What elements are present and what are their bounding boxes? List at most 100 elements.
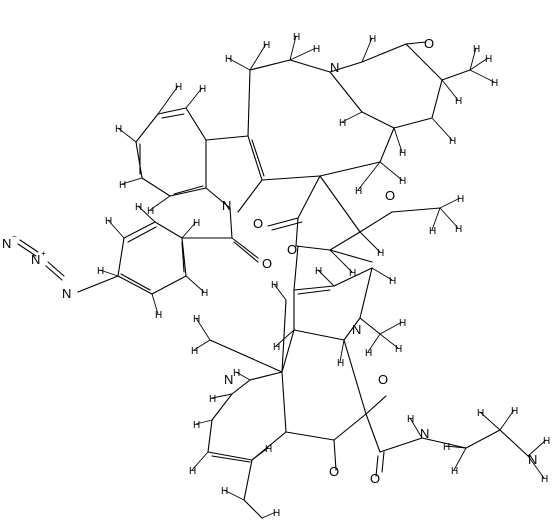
- skeleton-bond-6: [123, 221, 156, 239]
- hydrogen-bond-9: [361, 37, 373, 63]
- hydrogen-bond-40: [191, 451, 209, 471]
- skeleton-bond-78: [343, 339, 367, 415]
- hydrogen-label-34: H: [365, 348, 372, 359]
- hydrogen-label-49: H: [443, 442, 450, 453]
- skeleton-bond-80: [333, 439, 337, 471]
- hydrogen-label-46: H: [271, 280, 278, 291]
- hydrogen-bond-43: [261, 511, 277, 519]
- skeleton-bond-74: [281, 371, 287, 433]
- hydrogen-bond-42: [223, 489, 245, 501]
- skeleton-bond-39: [405, 43, 443, 81]
- skeleton-bond-59: [293, 285, 335, 291]
- hydrogen-label-30: H: [315, 266, 322, 277]
- hydrogen-label-23: H: [155, 310, 162, 321]
- hydrogen-bond-39: [195, 419, 213, 425]
- skeleton-bond-23: [157, 107, 187, 115]
- hydrogen-bond-24: [99, 269, 119, 277]
- skeleton-bond-2: [47, 261, 65, 277]
- hydrogen-label-10: H: [455, 96, 462, 107]
- skeleton-bond-29: [205, 135, 249, 141]
- hydrogen-bond-45: [193, 339, 211, 351]
- azide-n1-label: N: [2, 236, 11, 251]
- hydrogen-label-6: H: [263, 40, 270, 51]
- skeleton-bond-38: [405, 41, 427, 45]
- skeleton-bond-18: [205, 187, 231, 209]
- hydrogen-bond-11: [469, 57, 489, 71]
- hydrogen-label-27: H: [429, 226, 436, 237]
- skeleton-bond-12: [181, 241, 185, 273]
- hydrogen-label-0: H: [115, 124, 122, 135]
- skeleton-bond-85: [421, 437, 467, 449]
- hydrogen-bond-23: [151, 293, 159, 315]
- skeleton-bond-60: [333, 267, 373, 287]
- hydrogen-label-42: H: [221, 486, 228, 497]
- hydrogen-label-12: H: [491, 78, 498, 89]
- hydrogen-label-9: H: [369, 34, 376, 45]
- hydrogen-bond-7: [289, 35, 297, 61]
- skeleton-bond-53: [329, 231, 361, 251]
- hydrogen-bond-layer: [99, 35, 547, 519]
- skeleton-bond-77: [333, 413, 367, 441]
- hydrogen-bond-44: [195, 317, 211, 341]
- skeleton-bond-44: [329, 71, 363, 113]
- skeleton-bond-72: [207, 451, 253, 461]
- skeleton-bond-83: [375, 455, 379, 477]
- hydrogen-label-31: H: [389, 276, 396, 287]
- hydrogen-bond-36: [275, 329, 295, 347]
- hydrogen-label-20: H: [135, 202, 142, 213]
- skeleton-bond-43: [361, 111, 395, 129]
- skeleton-bond-32: [251, 139, 265, 177]
- hydrogen-label-35: H: [337, 358, 344, 369]
- skeleton-bond-49: [267, 217, 299, 227]
- skeleton-bond-91: [243, 499, 263, 519]
- skeleton-bond-5: [117, 237, 125, 277]
- hydrogen-label-22: H: [201, 288, 208, 299]
- ester-carbonyl-o-label: O: [253, 216, 263, 231]
- hydrogen-bond-19: [107, 219, 125, 239]
- skeleton-bond-65: [343, 317, 361, 341]
- skeleton-bond-1: [19, 239, 39, 253]
- hydrogen-bond-22: [185, 275, 205, 293]
- hydrogen-label-36: H: [273, 342, 280, 353]
- skeleton-bond-79: [365, 395, 387, 415]
- hydrogen-label-24: H: [97, 266, 104, 277]
- skeleton-bond-13: [120, 273, 151, 291]
- hydrogen-bond-3: [149, 195, 171, 211]
- hydrogen-label-40: H: [189, 466, 196, 477]
- hydrogen-label-45: H: [191, 346, 198, 357]
- bridge-n-label: N: [330, 60, 339, 75]
- hydrogen-bond-37: [235, 371, 251, 381]
- skeleton-bond-24: [185, 107, 207, 141]
- hydrogen-bond-29: [329, 249, 353, 273]
- skeleton-bond-84: [381, 451, 385, 473]
- skeleton-bond-19: [169, 187, 207, 197]
- hydrogen-bond-51: [409, 417, 423, 439]
- hydrogen-label-7: H: [293, 32, 300, 43]
- skeleton-bond-36: [329, 61, 363, 73]
- hydrogen-bond-10: [441, 79, 459, 101]
- hydrogen-label-26: H: [455, 224, 462, 235]
- hydrogen-bond-41: [251, 447, 269, 461]
- hydrogen-label-32: H: [399, 318, 406, 329]
- skeleton-bond-81: [365, 413, 381, 453]
- skeleton-bond-82: [379, 437, 423, 453]
- hydrogen-label-3: H: [147, 206, 154, 217]
- lower-ring-n-label: N: [224, 372, 233, 387]
- hydrogen-label-17: H: [399, 176, 406, 187]
- skeleton-bond-76: [285, 431, 335, 441]
- skeleton-bond-42: [393, 117, 433, 129]
- hydrogen-bond-2: [157, 85, 179, 115]
- skeleton-bond-31: [237, 179, 263, 213]
- skeleton-bond-68: [249, 371, 283, 381]
- skeleton-bond-15: [231, 237, 259, 259]
- hydrogen-label-29: H: [349, 268, 356, 279]
- hydrogen-label-15: H: [399, 148, 406, 159]
- skeleton-bond-62: [359, 317, 381, 335]
- hydrogen-bond-21: [181, 221, 197, 239]
- hydrogen-label-16: H: [339, 118, 346, 129]
- azide-n2-label: N: [31, 252, 40, 267]
- skeleton-bond-7: [154, 221, 183, 239]
- azide-n3-label: N: [62, 286, 71, 301]
- skeleton-bond-86: [465, 429, 501, 449]
